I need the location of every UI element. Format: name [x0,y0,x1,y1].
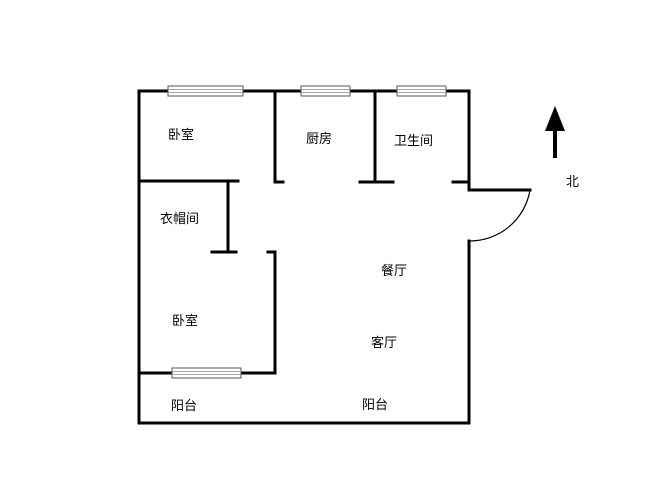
window-kitchen [300,85,351,97]
window-bedroom-bottom [171,367,242,379]
room-label-kitchen: 厨房 [306,132,333,147]
room-label-balcony-left: 阳台 [171,399,198,414]
window-bathroom [396,85,447,97]
room-label-dining: 餐厅 [381,264,408,279]
north-arrow-icon [545,106,565,158]
entrance-door [467,188,532,242]
compass-label: 北 [566,175,580,190]
room-label-balcony-right: 阳台 [362,398,389,413]
room-label-living: 客厅 [371,336,398,351]
interior-walls [137,89,471,375]
room-label-cloakroom: 衣帽间 [160,212,200,227]
room-label-bedroom-top: 卧室 [168,128,195,143]
room-label-bedroom-bottom: 卧室 [172,314,199,329]
room-label-bathroom: 卫生间 [394,134,434,149]
window-bedroom-top [167,85,244,97]
